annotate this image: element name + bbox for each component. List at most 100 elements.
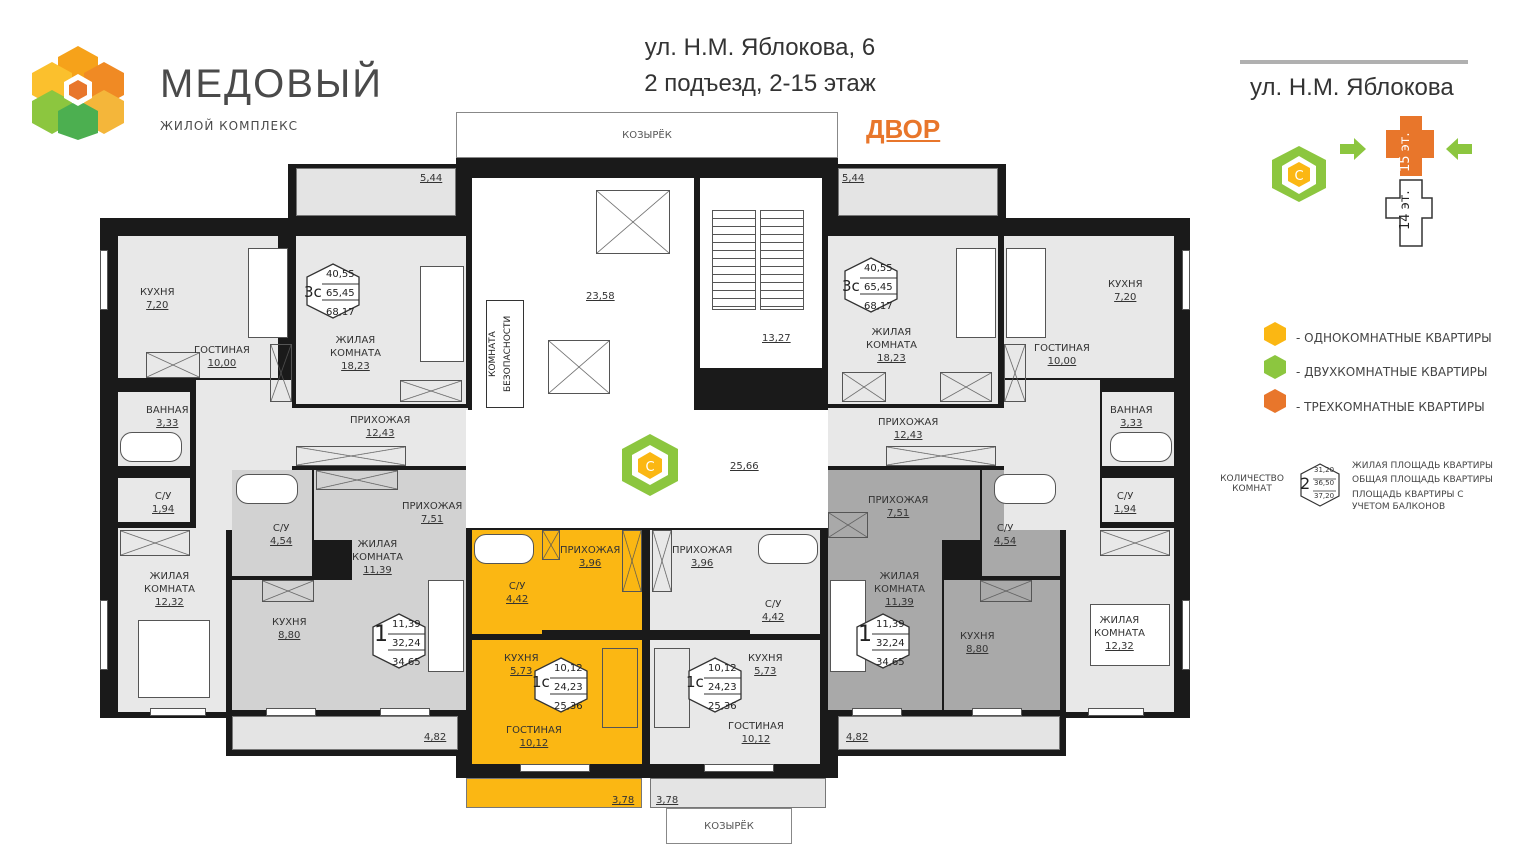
- legend-key-v3: 37,20: [1314, 492, 1335, 500]
- legend-one-room-swatch: [1264, 322, 1286, 346]
- bathtub-3: [474, 534, 534, 564]
- apt1-right-badge: [856, 613, 910, 669]
- bathtub-4: [758, 534, 818, 564]
- bathtub-2: [236, 474, 298, 504]
- sofa-7: [602, 648, 638, 728]
- apt3-right-rooms: 3с: [842, 277, 860, 295]
- sofa-2: [420, 266, 464, 362]
- safety-room-label: КОМНАТА БЕЗОПАСНОСТИ: [488, 315, 513, 393]
- arrow-right-icon: [1340, 138, 1366, 160]
- legend-one-room: - ОДНОКОМНАТНЫЕ КВАРТИРЫ: [1296, 331, 1492, 345]
- safety-room: [486, 300, 524, 408]
- apt1c-right-badge: [688, 657, 742, 713]
- legend-key-rooms: 2: [1300, 474, 1311, 493]
- legend-key-v2: 36,50: [1314, 479, 1335, 487]
- window-4: [852, 708, 902, 716]
- window-6: [1088, 708, 1144, 716]
- address-line-1: ул. Н.М. Яблокова, 6: [644, 34, 876, 61]
- apt3-right-wc: [1102, 478, 1174, 522]
- corridor-area: 25,66: [730, 461, 759, 472]
- apt1-left-rooms: 1: [374, 622, 388, 647]
- window-10: [1182, 250, 1190, 310]
- sofa-5: [428, 580, 464, 672]
- yard-label: ДВОР: [866, 114, 941, 144]
- bathtub-5: [994, 474, 1056, 504]
- wardrobe-12: [1100, 530, 1170, 556]
- floor-locator: [1385, 116, 1434, 247]
- legend-two-room-swatch: [1264, 355, 1286, 379]
- apt1c-right-v1: 10,12: [708, 663, 737, 674]
- bathtub-6: [1110, 432, 1172, 462]
- apt1c-left-v2: 24,23: [554, 682, 583, 693]
- canopy-top-label: КОЗЫРЁК: [622, 130, 672, 141]
- window-7: [520, 764, 590, 772]
- legend-key-hex: [1300, 463, 1340, 507]
- wardrobe-4: [120, 530, 190, 556]
- balcony-right-top-area: 5,44: [842, 173, 865, 184]
- legend-two-room: - ДВУХКОМНАТНЫЕ КВАРТИРЫ: [1296, 365, 1488, 379]
- elevator-1: [596, 190, 670, 254]
- svg-text:C: C: [1294, 169, 1303, 184]
- sofa-3: [956, 248, 996, 338]
- apt3-left-v1: 40,55: [326, 269, 355, 280]
- floor-14-label: 14 эт.: [1398, 190, 1413, 230]
- apt1-left-badge: [372, 613, 426, 669]
- wardrobe-13: [622, 530, 642, 592]
- apt1c-left-v3: 25,36: [554, 701, 583, 712]
- apt3-right-hall-b: [1004, 380, 1100, 530]
- bathtub-1: [120, 432, 182, 462]
- window-9: [100, 250, 108, 310]
- window-5: [972, 708, 1022, 716]
- sofa-8: [654, 648, 690, 728]
- wardrobe-3: [296, 446, 406, 466]
- common-hall-area: 23,58: [586, 291, 615, 302]
- street-divider: [1240, 60, 1468, 64]
- window-12: [1182, 600, 1190, 670]
- brand-logo-icon: [32, 46, 124, 140]
- brand-subtitle: ЖИЛОЙ КОМПЛЕКС: [160, 119, 299, 133]
- apt1-left-v1: 11,39: [392, 619, 421, 630]
- window-2: [266, 708, 316, 716]
- legend-key-line-2: ОБЩАЯ ПЛОЩАДЬ КВАРТИРЫ: [1352, 475, 1493, 485]
- wardrobe-6: [262, 580, 314, 602]
- apt3-right-v2: 65,45: [864, 282, 893, 293]
- wardrobe-10: [828, 512, 868, 538]
- legend-three-room: - ТРЕХКОМНАТНЫЕ КВАРТИРЫ: [1296, 400, 1485, 414]
- apt1c-right-v3: 25,36: [708, 701, 737, 712]
- wardrobe-5: [316, 470, 398, 490]
- apt3-right-v3: 68,17: [864, 301, 893, 312]
- window-1: [150, 708, 206, 716]
- window-8: [704, 764, 774, 772]
- svg-text:C: C: [645, 460, 654, 475]
- elevator-2: [548, 340, 610, 394]
- apt3-right-badge: [844, 257, 898, 313]
- bed-1: [138, 620, 210, 698]
- sofa-4: [1006, 248, 1046, 338]
- wardrobe-7: [842, 372, 886, 402]
- wardrobe-8: [940, 372, 992, 402]
- legend-key-v1: 31,20: [1314, 466, 1335, 474]
- floor-15-label: 15 эт.: [1398, 132, 1413, 172]
- stair-flight-2: [760, 210, 804, 310]
- wardrobe-11: [980, 580, 1032, 602]
- wardrobe-16: [1004, 344, 1026, 402]
- apt1c-left-rooms: 1с: [532, 673, 550, 691]
- complex-c-icon-center: C: [622, 434, 678, 496]
- apt1-right-rooms: 1: [858, 622, 872, 647]
- legend-key-line-3: ПЛОЩАДЬ КВАРТИРЫ С УЧЕТОМ БАЛКОНОВ: [1352, 490, 1464, 512]
- canopy-bottom: [666, 808, 792, 844]
- apt1c-left-badge: [534, 657, 588, 713]
